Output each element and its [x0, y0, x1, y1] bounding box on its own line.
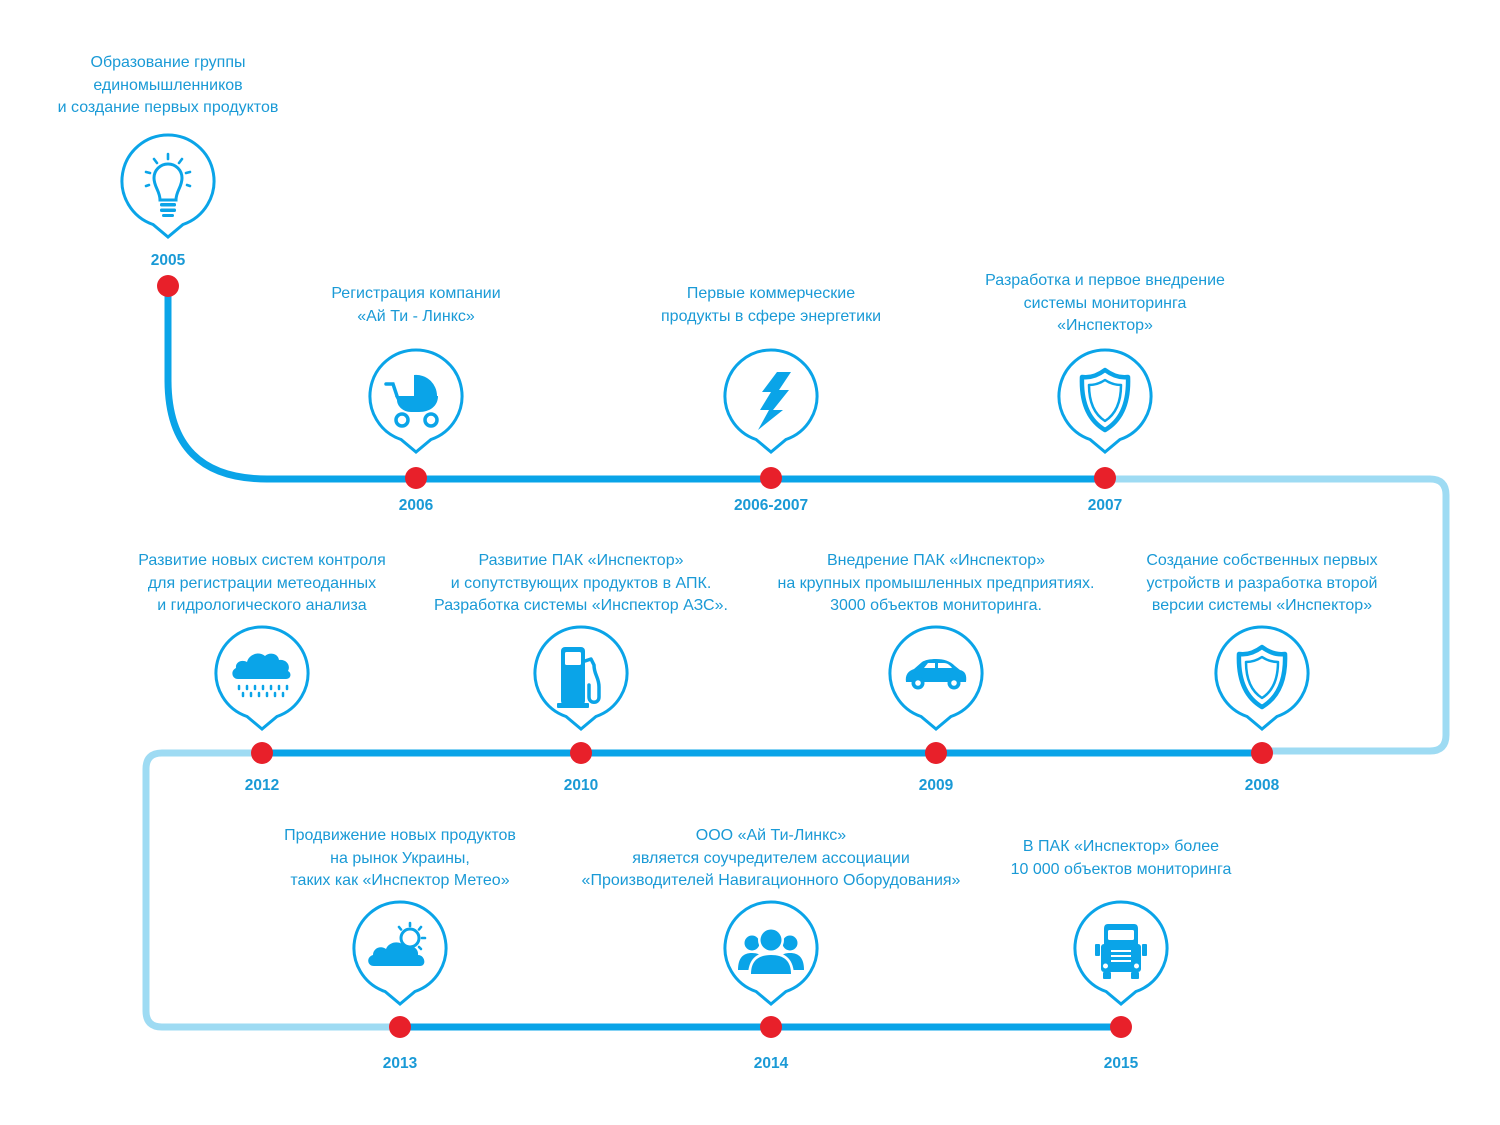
milestone-description: Создание собственных первых устройств и …: [1146, 552, 1378, 614]
milestone-year: 2008: [1244, 777, 1280, 794]
milestone-description: Первые коммерческие продукты в сфере эне…: [661, 285, 881, 325]
milestone-year: 2006-2007: [733, 497, 809, 514]
milestone-dot: [1110, 1016, 1132, 1038]
milestone-year: 2015: [1103, 1055, 1139, 1072]
milestone-year: 2013: [382, 1055, 418, 1072]
milestone-description: В ПАК «Инспектор» более 10 000 объектов …: [1010, 838, 1232, 878]
shield-icon: [1212, 625, 1312, 735]
milestone-year: 2012: [244, 777, 280, 794]
milestone-description: Развитие ПАК «Инспектор» и сопутствующих…: [434, 552, 728, 614]
milestone-description: Образование группы единомышленников и со…: [57, 54, 279, 116]
shield-icon: [1055, 348, 1155, 458]
milestone-year: 2006: [398, 497, 434, 514]
milestone-dot: [1094, 467, 1116, 489]
milestone-dot: [157, 275, 179, 297]
milestone-description: Внедрение ПАК «Инспектор» на крупных про…: [777, 552, 1095, 614]
milestone-year: 2014: [753, 1055, 789, 1072]
milestone-description: Развитие новых систем контроля для регис…: [138, 552, 386, 614]
sun-cloud-icon: [350, 900, 450, 1010]
people-group-icon: [721, 900, 821, 1010]
milestone-year: 2007: [1087, 497, 1123, 514]
milestone-year: 2010: [563, 777, 599, 794]
rain-cloud-icon: [212, 625, 312, 735]
timeline-segment-dark: [164, 282, 1109, 483]
milestone-description: Разработка и первое внедрение системы мо…: [985, 272, 1225, 334]
lightning-bolt-icon: [721, 348, 821, 458]
milestone-year: 2009: [918, 777, 954, 794]
milestone-dot: [251, 742, 273, 764]
baby-stroller-icon: [366, 348, 466, 458]
lightbulb-icon: [118, 133, 218, 243]
milestone-dot: [760, 1016, 782, 1038]
milestone-dot: [760, 467, 782, 489]
milestone-dot: [389, 1016, 411, 1038]
milestone-description: Регистрация компании «Ай Ти - Линкс»: [331, 285, 501, 325]
timeline-connector-light: [142, 749, 404, 1031]
car-icon: [886, 625, 986, 735]
milestone-description: Продвижение новых продуктов на рынок Укр…: [284, 827, 516, 889]
truck-icon: [1071, 900, 1171, 1010]
fuel-pump-icon: [531, 625, 631, 735]
milestone-year: 2005: [150, 252, 186, 269]
milestone-dot: [1251, 742, 1273, 764]
milestone-dot: [570, 742, 592, 764]
milestone-dot: [405, 467, 427, 489]
milestone-dot: [925, 742, 947, 764]
timeline-connector-light: [1101, 475, 1450, 755]
milestone-description: ООО «Ай Ти-Линкс» является соучредителем…: [581, 827, 961, 889]
